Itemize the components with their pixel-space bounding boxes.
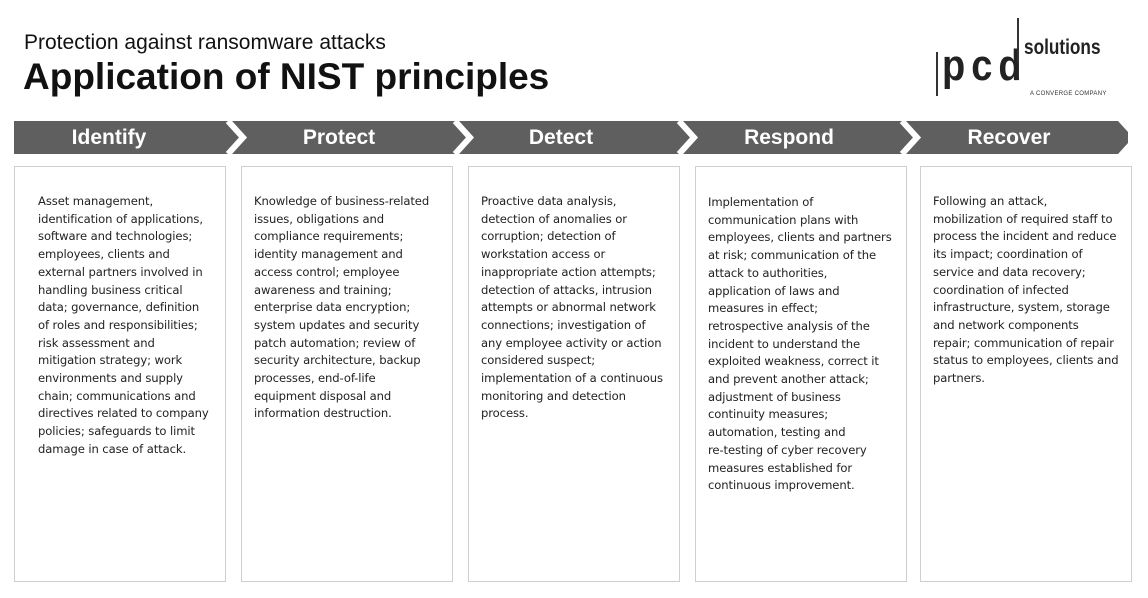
logo-name: solutions — [1024, 36, 1101, 59]
logo-bar-right — [1017, 18, 1019, 62]
stage-detect-description: Proactive data analysis, detection of an… — [481, 194, 663, 421]
stage-identify-description: Asset management, identification of appl… — [38, 194, 209, 456]
stage-detect-box — [468, 166, 680, 582]
logo-mark: pcd — [942, 42, 1028, 91]
stage-protect-label: Protect — [302, 126, 376, 149]
page-subtitle: Protection against ransomware attacks — [24, 31, 386, 54]
stage-identify-label: Identify — [71, 126, 147, 149]
stage-recover-description: Following an attack, mobilization of req… — [933, 194, 1119, 386]
page-title: Application of NIST principles — [23, 56, 550, 97]
stage-respond-box — [695, 166, 907, 582]
banner-end-cutout — [1118, 121, 1148, 154]
chevron-divider-3 — [676, 121, 699, 154]
stage-respond-description: Implementation of communication plans wi… — [708, 195, 892, 493]
stage-recover-box — [920, 166, 1132, 582]
stage-protect-description: Knowledge of business-related issues, ob… — [254, 194, 430, 421]
stage-recover-label: Recover — [967, 126, 1051, 149]
stage-banner — [14, 121, 1148, 154]
banner-background — [14, 121, 1128, 154]
chevron-divider-2 — [452, 121, 475, 154]
chevron-divider-1 — [225, 121, 248, 154]
company-logo: pcd solutions A CONVERGE COMPANY — [934, 14, 1124, 104]
stage-detect-label: Detect — [528, 126, 594, 149]
stage-respond-label: Respond — [744, 126, 834, 149]
logo-bar-left — [936, 52, 938, 96]
logo-tagline: A CONVERGE COMPANY — [1030, 91, 1107, 97]
stage-protect-box — [241, 166, 453, 582]
chevron-divider-4 — [899, 121, 922, 154]
stage-identify-box — [14, 166, 226, 582]
